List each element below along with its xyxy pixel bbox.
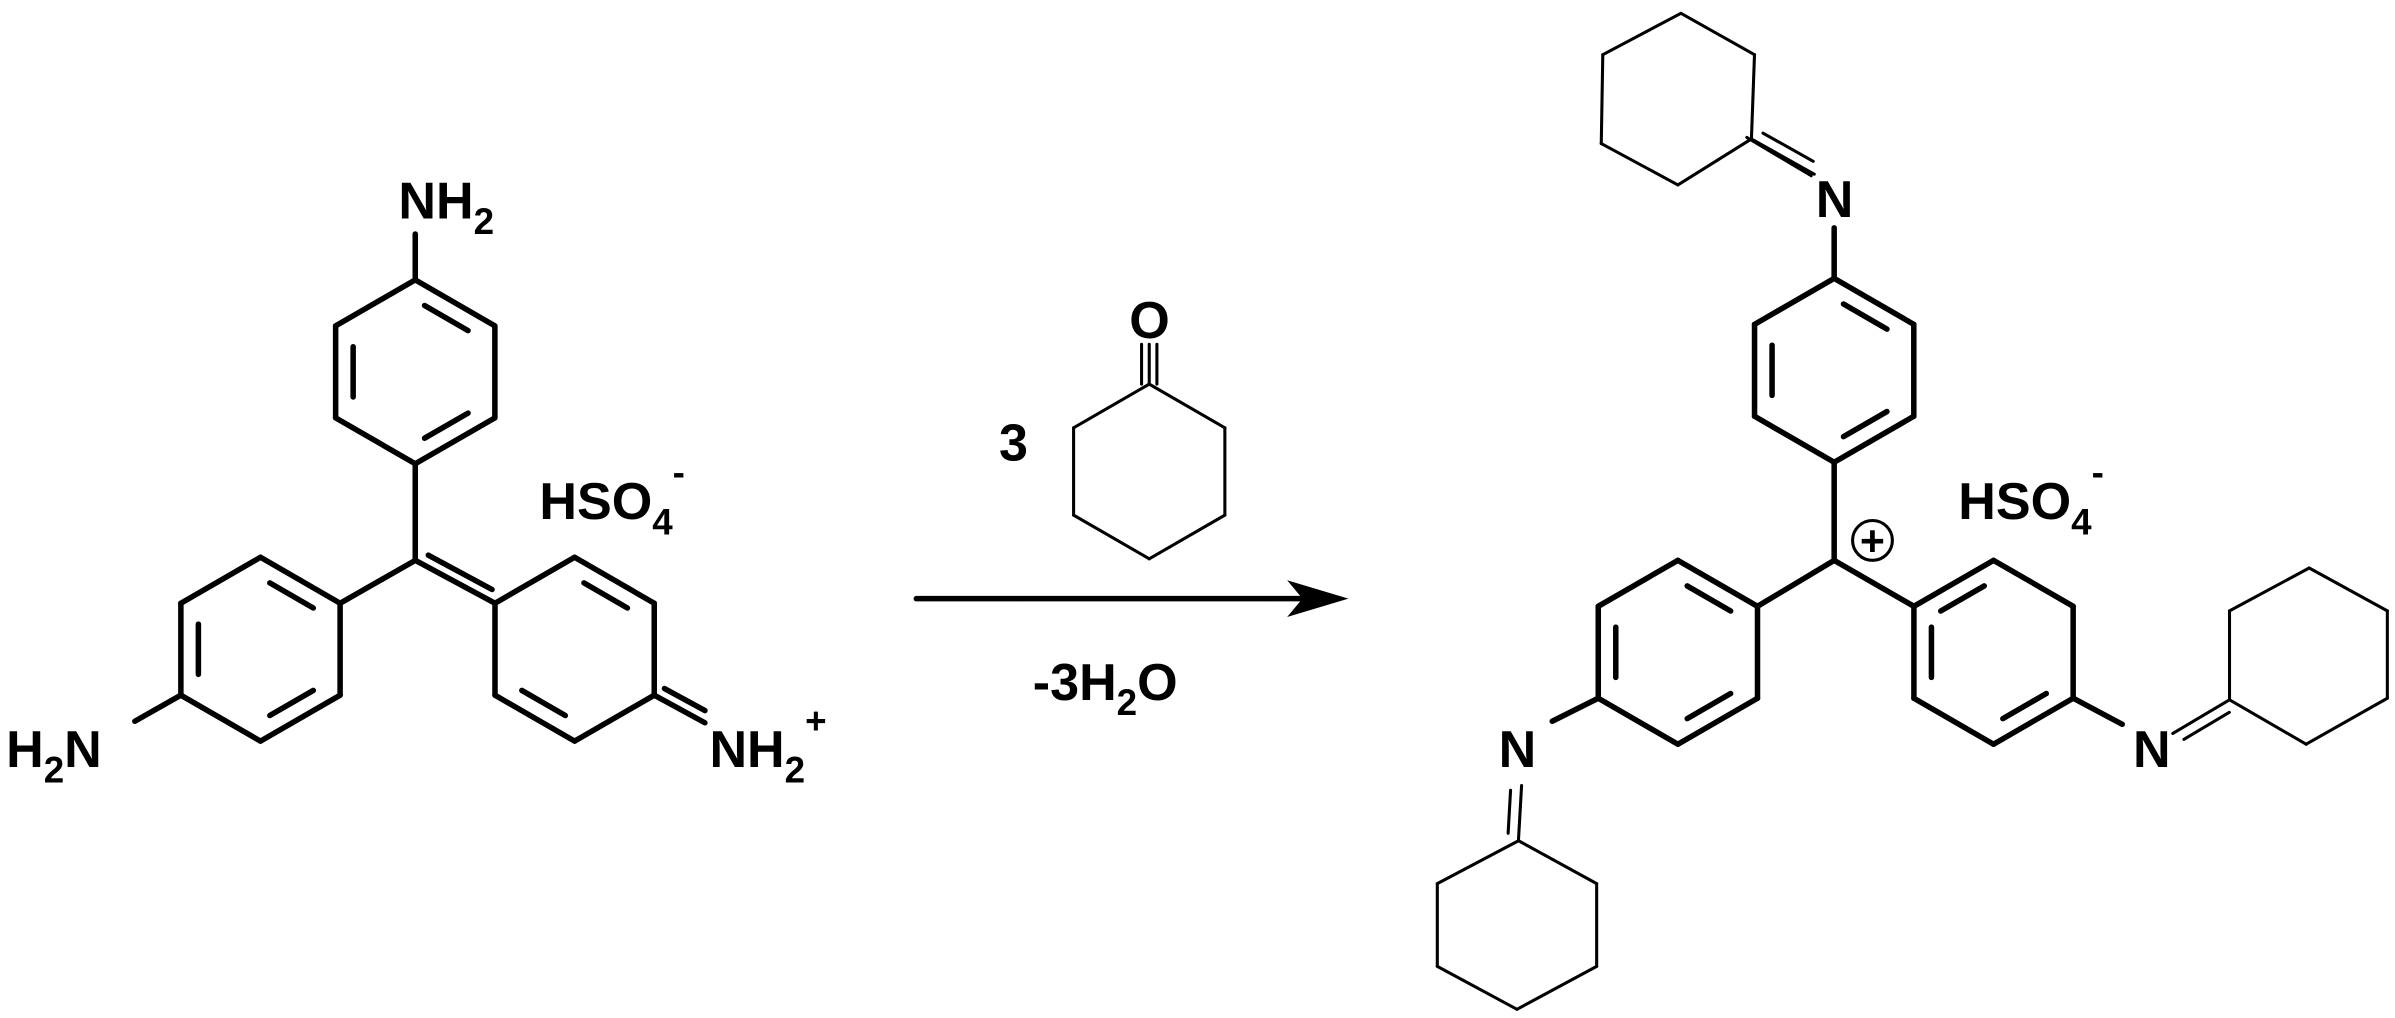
bond (1745, 135, 1813, 178)
label-coefficient: 3 (999, 415, 1028, 473)
label-byproduct: -3H2O (1033, 654, 1178, 723)
ring-product-top (1831, 275, 1917, 328)
bond (337, 557, 419, 606)
ring-left (178, 554, 264, 606)
bond (1754, 557, 1837, 610)
label-positive-charge: + (1860, 518, 1885, 566)
inner-double-bond (1684, 583, 1734, 614)
ring-right-quinoid (571, 692, 657, 744)
inner-double-bond (2000, 690, 2050, 722)
ring-product-left (1595, 695, 1681, 747)
ring-left (257, 554, 343, 606)
inner-double-bond (581, 580, 631, 611)
bond (1831, 557, 1917, 610)
ring-product-top (1751, 413, 1837, 466)
ring-cyclohexylidene-top (1599, 142, 1680, 187)
ring-cyclohexanone (1072, 382, 1151, 430)
double-bond (1761, 131, 1815, 163)
label-top-amine: NH2 (398, 173, 494, 242)
ring-product-left (1675, 557, 1761, 610)
inner-double-bond (421, 410, 471, 441)
ring-right-quinoid (492, 692, 578, 744)
ring-cyclohexanone (1072, 513, 1151, 561)
inner-double-bond (421, 302, 471, 334)
inner-double-bond (1684, 690, 1734, 722)
ring-cyclohexylidene-left (1516, 839, 1599, 886)
ring-right-quinoid (571, 554, 657, 606)
ring-right-quinoid (492, 554, 578, 606)
double-bond (1516, 784, 1524, 841)
ring-product-right (1911, 695, 1997, 747)
ring-product-right (1990, 695, 2076, 747)
ring-product-right (1990, 557, 2076, 610)
ring-product-top (1751, 275, 1837, 328)
bond (132, 692, 184, 724)
ring-cyclohexylidene-top (1749, 53, 1757, 141)
label-n-right: N (2133, 721, 2171, 779)
double-bond (425, 552, 495, 593)
ring-left (257, 692, 343, 744)
ring-cyclohexylidene-top (1676, 137, 1753, 187)
inner-double-bond (1937, 583, 1987, 614)
ring-cyclohexylidene-left (1515, 964, 1599, 1011)
inner-double-bond (1840, 408, 1890, 440)
bonds (132, 11, 2389, 1011)
ring-left (178, 692, 264, 744)
ring-top (412, 415, 498, 467)
ring-product-left (1595, 557, 1681, 610)
ring-cyclohexylidene-top (1679, 11, 1757, 57)
double-bond (412, 557, 498, 606)
inner-double-bond (519, 687, 569, 719)
inner-double-bond (267, 687, 317, 719)
arrow-head-icon (1287, 580, 1349, 618)
ring-cyclohexylidene-right (2227, 566, 2311, 613)
ring-product-right (1911, 557, 1997, 610)
ring-top (332, 277, 419, 329)
ring-top (412, 277, 498, 329)
label-n-top: N (1816, 171, 1854, 229)
label-reactant-counterion: HSO4- (539, 452, 685, 542)
bond (1549, 695, 1601, 724)
ring-product-left (1675, 695, 1761, 747)
ring-cyclohexanone (1147, 382, 1227, 430)
ring-cyclohexylidene-left (1435, 964, 1519, 1011)
double-bond (1506, 788, 1513, 835)
label-product-counterion: HSO4- (1958, 452, 2104, 542)
ring-cyclohexylidene-top (1601, 11, 1683, 57)
ring-top (332, 415, 419, 467)
ring-cyclohexylidene-top (1599, 53, 1605, 146)
ring-cyclohexylidene-right (2227, 698, 2308, 746)
positive-charge-circle (1851, 518, 1894, 562)
ring-cyclohexylidene-right (2307, 566, 2389, 613)
label-oxygen: O (1129, 292, 1170, 350)
double-bond (2171, 698, 2232, 736)
double-bond (2182, 710, 2231, 741)
ring-cyclohexylidene-right (2304, 696, 2389, 746)
label-iminium: NH2+ (709, 700, 826, 790)
ring-product-top (1831, 413, 1917, 466)
double-bond (661, 685, 708, 714)
inner-double-bond (267, 580, 317, 611)
double-bond (651, 692, 708, 726)
label-n-left: N (1499, 721, 1537, 779)
label-left-amine: H2N (6, 721, 102, 790)
ring-cyclohexanone (1147, 513, 1227, 561)
ring-cyclohexylidene-left (1435, 839, 1521, 886)
inner-double-bond (1840, 301, 1890, 332)
bond (2070, 695, 2126, 728)
